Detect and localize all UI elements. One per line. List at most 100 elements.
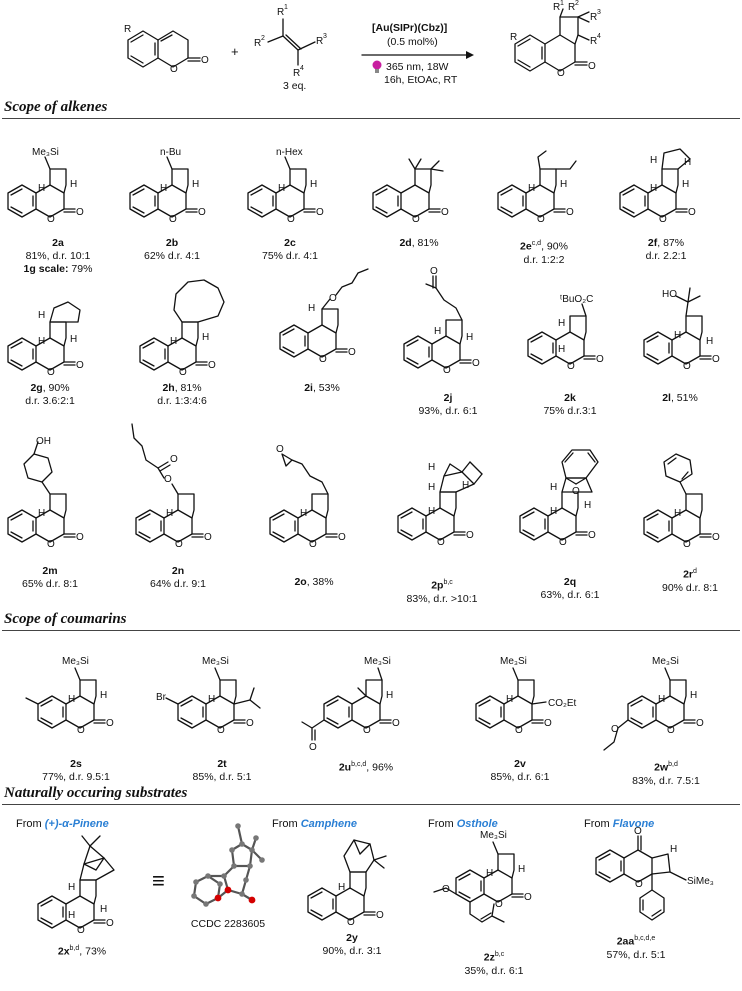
structure-2n: O O OO H <box>131 423 212 550</box>
svg-text:H: H <box>428 482 435 493</box>
svg-text:O: O <box>443 365 451 376</box>
caption-2g: 2g, 90%d.r. 3.6:2:1 <box>25 382 75 407</box>
svg-text:H: H <box>462 480 469 491</box>
svg-text:Br: Br <box>156 692 167 703</box>
structure-2x: OO H H H <box>37 835 115 936</box>
structure-2c: OO n-Hex H H <box>247 147 324 225</box>
svg-text:O: O <box>363 725 371 736</box>
svg-text:H: H <box>584 500 591 511</box>
svg-text:H: H <box>192 179 199 190</box>
svg-text:O: O <box>77 725 85 736</box>
svg-text:O: O <box>472 358 480 369</box>
svg-text:O: O <box>559 537 567 548</box>
svg-text:1: 1 <box>284 4 288 11</box>
svg-text:O: O <box>667 725 675 736</box>
structure-2l: OO HO H H <box>643 287 720 372</box>
structure-2v: OO CO₂Et Me₃Si H <box>475 656 577 736</box>
svg-text:H: H <box>550 482 557 493</box>
svg-text:H: H <box>690 690 697 701</box>
svg-text:O: O <box>208 360 216 371</box>
structure-2b: OO n-Bu H H <box>129 147 206 225</box>
svg-text:H: H <box>528 183 535 194</box>
structure-2j: O OO H H <box>403 266 480 376</box>
svg-text:R: R <box>316 36 323 47</box>
svg-text:2: 2 <box>261 35 265 42</box>
equivalent-symbol: ≡ <box>152 868 165 893</box>
svg-text:O: O <box>204 532 212 543</box>
svg-text:H: H <box>38 183 45 194</box>
svg-text:O: O <box>276 444 284 455</box>
caption-2x: 2xb,d, 73% <box>57 945 107 958</box>
svg-text:Me₃Si: Me₃Si <box>202 656 229 667</box>
svg-text:O: O <box>179 367 187 378</box>
svg-text:H: H <box>100 904 107 915</box>
catalyst: [Au(SIPr)(Cbz)] <box>372 22 448 34</box>
svg-text:O: O <box>319 354 327 365</box>
svg-text:O: O <box>567 361 575 372</box>
svg-text:R: R <box>254 38 261 49</box>
svg-text:O: O <box>198 207 206 218</box>
caption-2l: 2l, 51% <box>662 392 698 404</box>
svg-text:O: O <box>611 724 619 735</box>
svg-text:H: H <box>278 183 285 194</box>
svg-text:H: H <box>506 694 513 705</box>
alkene-equiv: 3 eq. <box>283 80 307 92</box>
structure-2f: OO H H H H <box>619 148 696 225</box>
svg-text:H: H <box>670 844 677 855</box>
svg-text:H: H <box>674 508 681 519</box>
svg-text:H: H <box>38 336 45 347</box>
svg-text:O: O <box>712 532 720 543</box>
svg-text:O: O <box>338 532 346 543</box>
svg-text:O: O <box>201 55 209 66</box>
svg-text:O: O <box>544 718 552 729</box>
svg-text:O: O <box>309 539 317 550</box>
plus-sign: + <box>231 44 239 59</box>
svg-text:O: O <box>175 539 183 550</box>
svg-text:4: 4 <box>597 33 601 40</box>
structure-2w: OO O Me₃Si H H <box>603 656 704 751</box>
svg-text:R: R <box>277 7 284 18</box>
svg-text:O: O <box>47 367 55 378</box>
svg-text:O: O <box>76 360 84 371</box>
section-divider <box>2 118 740 119</box>
svg-text:O: O <box>47 214 55 225</box>
svg-text:H: H <box>308 303 315 314</box>
from-osthole-label: From Osthole <box>428 818 498 830</box>
caption-2e: 2ec,d, 90%d.r. 1:2:2 <box>520 240 568 266</box>
svg-text:O: O <box>441 207 449 218</box>
section-divider <box>2 630 740 631</box>
svg-text:O: O <box>437 537 445 548</box>
svg-text:R: R <box>124 24 131 35</box>
svg-text:H: H <box>466 332 473 343</box>
svg-text:H: H <box>518 864 525 875</box>
svg-text:Me₃Si: Me₃Si <box>62 656 89 667</box>
svg-text:O: O <box>164 474 172 485</box>
svg-text:H: H <box>166 508 173 519</box>
svg-text:H: H <box>100 690 107 701</box>
structure-2d: OO <box>372 158 449 225</box>
svg-text:H: H <box>558 344 565 355</box>
svg-text:O: O <box>712 354 720 365</box>
starting-coumarin: O O R <box>124 24 209 75</box>
caption-2i: 2i, 53% <box>304 382 340 394</box>
svg-text:O: O <box>495 899 503 910</box>
svg-text:4: 4 <box>300 65 304 72</box>
structure-2o: OO O H <box>269 444 346 550</box>
svg-text:H: H <box>386 690 393 701</box>
svg-text:Me₃Si: Me₃Si <box>364 656 391 667</box>
svg-text:O: O <box>588 530 596 541</box>
caption-2h: 2h, 81%d.r. 1:3:4:6 <box>157 382 207 407</box>
svg-text:H: H <box>338 882 345 893</box>
svg-text:H: H <box>310 179 317 190</box>
structure-2k: OO ᵗBuO₂C H H <box>527 294 604 372</box>
svg-text:O: O <box>329 293 337 304</box>
light-condition: 365 nm, 18W <box>386 61 449 73</box>
